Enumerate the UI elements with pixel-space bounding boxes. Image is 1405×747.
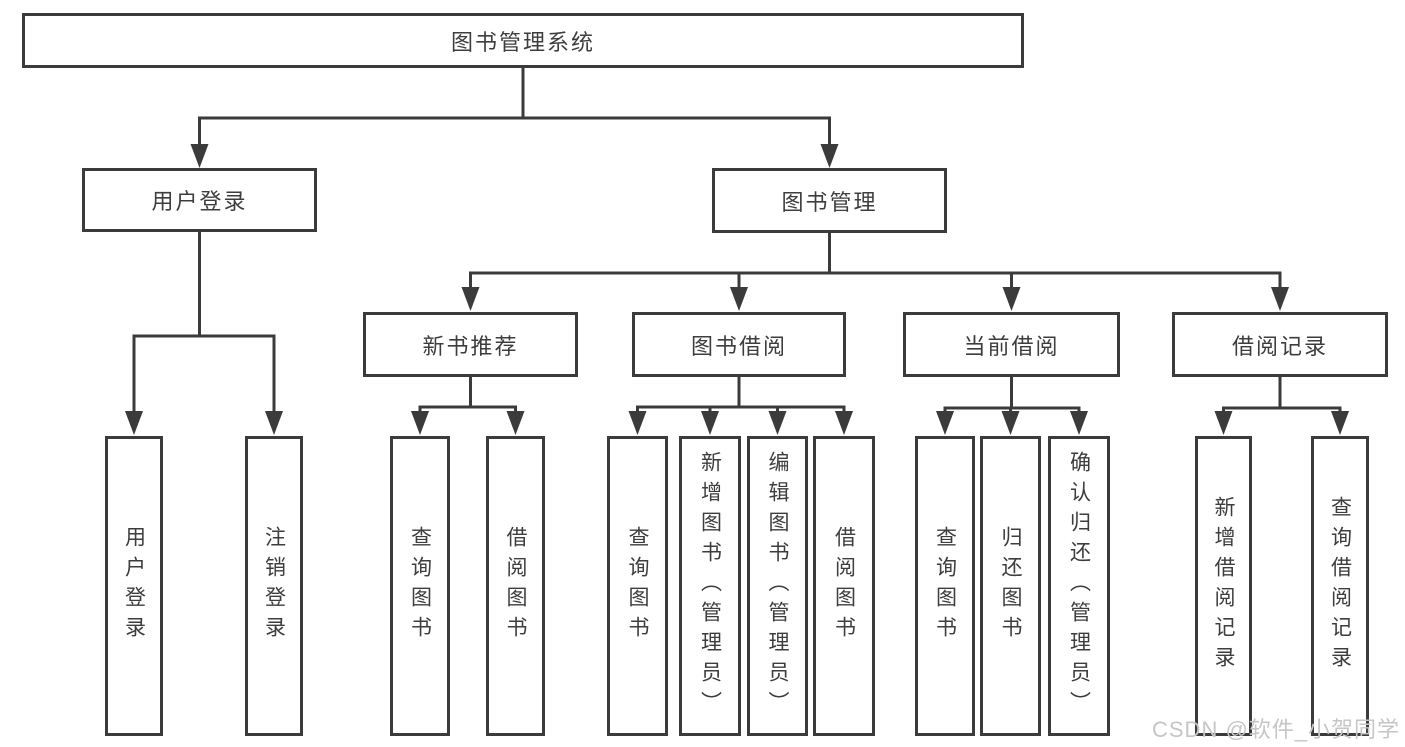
node-label: 归还图书 <box>999 526 1022 646</box>
connector-borrowrecord-children <box>1222 375 1342 416</box>
node-label: 查询图书 <box>626 526 649 646</box>
node-label: 图书借阅 <box>690 333 787 359</box>
connector-currentborrow-children <box>943 375 1081 416</box>
node-label: 图书管理系统 <box>450 29 595 55</box>
connector-bookborrow-children <box>636 375 846 416</box>
node-book-borrow: 图书借阅 <box>632 312 846 377</box>
node-borrow-record: 借阅记录 <box>1172 312 1388 377</box>
node-label: 借阅记录 <box>1231 333 1328 359</box>
node-label: 借阅图书 <box>832 526 856 646</box>
node-label: 当前借阅 <box>963 333 1060 359</box>
node-query-book-1: 查询图书 <box>390 436 450 736</box>
arrowhead-icon <box>936 411 1088 435</box>
node-label: 确认归还（管理员） <box>1067 451 1091 721</box>
node-label: 注销登录 <box>262 526 286 646</box>
node-label: 图书管理 <box>781 189 878 215</box>
node-label: 查询图书 <box>408 526 432 646</box>
arrowhead-icon <box>125 411 283 435</box>
node-user-login: 用户登录 <box>82 168 317 232</box>
connector-root-to-level2 <box>198 66 831 148</box>
node-login: 用户登录 <box>105 436 163 736</box>
node-root: 图书管理系统 <box>22 13 1024 68</box>
node-label: 借阅图书 <box>504 526 527 646</box>
node-borrow-book-2: 借阅图书 <box>813 436 875 736</box>
node-label: 用户登录 <box>151 189 248 214</box>
node-label: 新增借阅记录 <box>1212 496 1235 676</box>
node-label: 查询借阅记录 <box>1328 496 1352 676</box>
arrowhead-icon <box>461 287 1289 311</box>
node-confirm-return: 确认归还（管理员） <box>1048 436 1110 736</box>
arrowhead-icon <box>628 411 853 435</box>
node-edit-book: 编辑图书（管理员） <box>747 436 808 736</box>
node-label: 查询图书 <box>933 526 957 646</box>
node-add-book: 新增图书（管理员） <box>679 436 741 736</box>
node-label: 编辑图书（管理员） <box>766 451 789 721</box>
arrowhead-icon <box>190 144 839 168</box>
arrowhead-icon <box>1214 411 1349 435</box>
connector-bookmgmt-to-level3 <box>469 231 1282 292</box>
node-add-borrow-record: 新增借阅记录 <box>1195 436 1252 736</box>
node-label: 新增图书（管理员） <box>698 451 722 721</box>
node-label: 新书推荐 <box>422 333 519 359</box>
node-borrow-book-1: 借阅图书 <box>486 436 545 736</box>
connector-newbookrec-children <box>418 375 517 416</box>
node-return-book: 归还图书 <box>980 436 1041 736</box>
node-logout: 注销登录 <box>245 436 303 736</box>
node-new-book-rec: 新书推荐 <box>363 312 578 377</box>
node-query-book-2: 查询图书 <box>607 436 668 736</box>
node-current-borrow: 当前借阅 <box>903 312 1120 377</box>
csdn-watermark: CSDN @软件_小贺同学 <box>1152 717 1401 742</box>
arrowhead-icon <box>411 411 525 435</box>
connector-userlogin-children <box>132 230 276 416</box>
node-label: 用户登录 <box>122 526 146 646</box>
node-book-mgmt: 图书管理 <box>712 168 947 233</box>
node-query-borrow-record: 查询借阅记录 <box>1311 436 1369 736</box>
node-query-book-3: 查询图书 <box>915 436 975 736</box>
